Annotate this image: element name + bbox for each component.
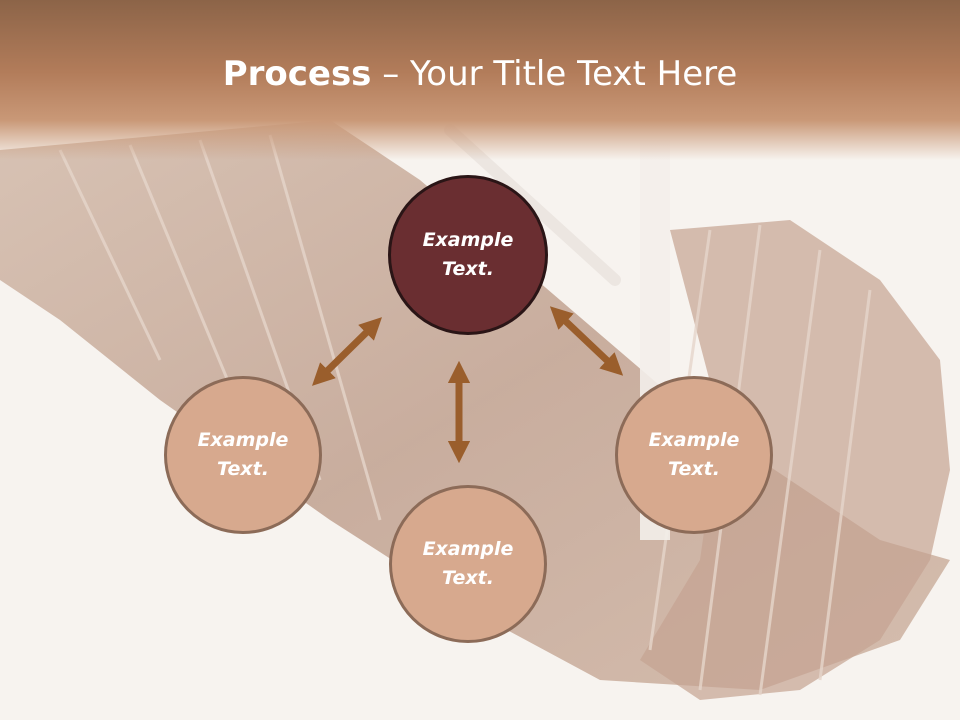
node-right-line1: Example bbox=[648, 429, 740, 451]
arrow-top-left bbox=[312, 317, 382, 386]
node-right-line2: Text. bbox=[668, 458, 720, 480]
arrow-top-right bbox=[549, 306, 624, 376]
node-top-line1: Example bbox=[422, 229, 514, 251]
node-bottom-line1: Example bbox=[422, 538, 514, 560]
title-banner bbox=[0, 0, 960, 160]
node-bottom-line2: Text. bbox=[442, 567, 494, 589]
node-left-line1: Example bbox=[197, 429, 289, 451]
node-left-line2: Text. bbox=[217, 458, 269, 480]
node-top-line2: Text. bbox=[442, 258, 494, 280]
title-rest: – Your Title Text Here bbox=[371, 54, 738, 94]
slide-title[interactable]: Process – Your Title Text Here bbox=[0, 52, 960, 96]
title-bold: Process bbox=[222, 54, 372, 94]
